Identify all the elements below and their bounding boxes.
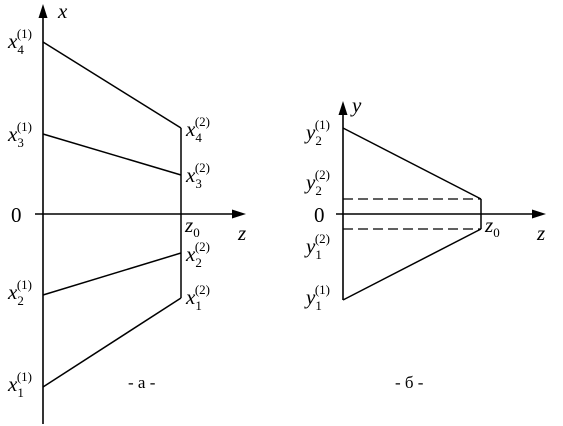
panel-a-line-2 bbox=[42, 252, 182, 296]
panel-b-label-y2-1: y2(1) bbox=[304, 117, 330, 148]
panel-b-z0-label: z0 bbox=[484, 213, 500, 240]
panel-b-z-axis-arrow bbox=[532, 209, 546, 219]
panel-a-line-3 bbox=[42, 133, 182, 176]
panel-a-caption: - а - bbox=[128, 373, 156, 392]
panel-b-label-y1-1: y1(1) bbox=[304, 282, 330, 313]
panel-a-right-label-1: x1(2) bbox=[185, 282, 210, 313]
panel-a-line-4 bbox=[42, 41, 182, 129]
panel-a-right-label-2: x2(2) bbox=[185, 239, 210, 270]
panel-a-right-label-3: x3(2) bbox=[185, 160, 210, 191]
panel-a-x-axis-arrow bbox=[38, 4, 48, 18]
panel-a-z-axis-arrow bbox=[232, 209, 246, 219]
panel-a-left-label-1: x1(1) bbox=[7, 369, 32, 400]
panel-b-label-y2-2: y2(2) bbox=[304, 167, 330, 198]
panel-b-line-upper bbox=[342, 127, 482, 200]
panel-b-z-axis-label: z bbox=[536, 221, 545, 245]
panel-b-zero-label: 0 bbox=[314, 203, 325, 227]
panel-b-y-axis-label: y bbox=[350, 93, 362, 117]
panel-a-z0-label: z0 bbox=[184, 213, 200, 240]
panel-b-line-lower bbox=[342, 228, 482, 301]
panel-b-caption: - б - bbox=[395, 373, 424, 392]
panel-a-x-axis-label: x bbox=[57, 0, 68, 23]
panel-a: x z 0 z0 x4(1) x3(1) x2(1) x1(1) x4(2) x… bbox=[7, 0, 246, 424]
panel-a-z-axis-label: z bbox=[237, 221, 246, 245]
panel-a-left-label-4: x4(1) bbox=[7, 26, 32, 57]
panel-b-y-axis-arrow bbox=[338, 101, 348, 115]
panel-a-zero-label: 0 bbox=[11, 203, 22, 227]
panel-b-label-y1-2: y1(2) bbox=[304, 231, 330, 262]
panel-a-line-1 bbox=[42, 297, 182, 388]
panel-b: y z 0 z0 y2(1) y2(2) y1(2) y1(1) - б - bbox=[304, 93, 546, 392]
panel-a-left-label-3: x3(1) bbox=[7, 119, 32, 150]
panel-a-right-label-4: x4(2) bbox=[185, 114, 210, 145]
panel-a-left-label-2: x2(1) bbox=[7, 277, 32, 308]
